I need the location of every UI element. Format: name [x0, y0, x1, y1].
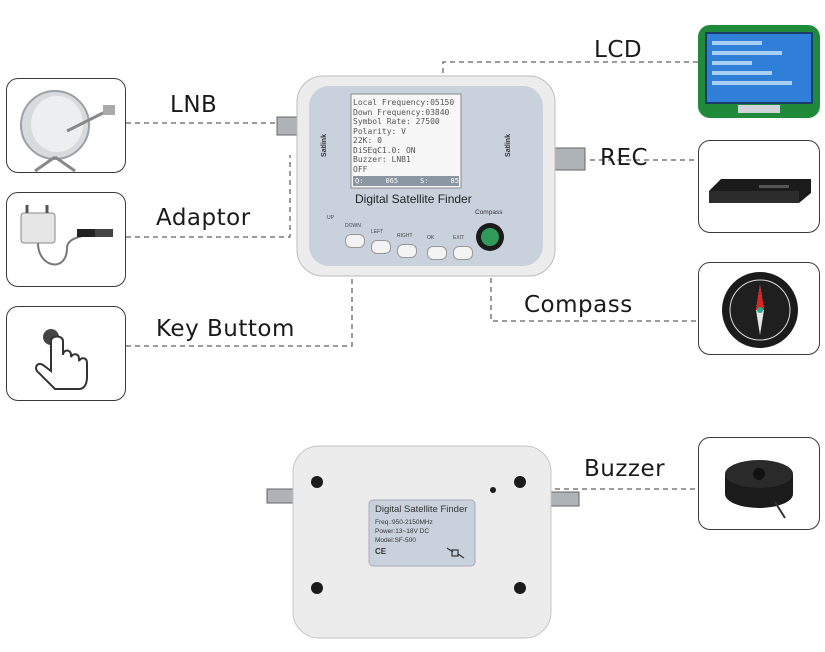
screen-line: Buzzer: LNB1	[353, 155, 411, 164]
screen-bar-item: Q:	[355, 177, 364, 185]
key-image-box	[6, 306, 126, 401]
device-back: Digital Satellite Finder Freq.:950-2150M…	[265, 444, 585, 644]
lcd-module-icon	[698, 25, 820, 118]
screen-line: Symbol Rate: 27500	[353, 117, 440, 126]
device-back-body	[266, 445, 580, 639]
compass-line	[490, 260, 698, 322]
adaptor-image-box	[6, 192, 126, 287]
rec-label: REC	[600, 145, 649, 171]
button-group: UP DOWN LEFT RIGHT OK EXIT	[327, 192, 497, 262]
screen-line: Polarity: V	[353, 126, 406, 136]
buzzer-image-box	[698, 437, 820, 530]
compass-image-box	[698, 262, 820, 355]
back-label-text: Digital Satellite Finder Freq.:950-2150M…	[375, 504, 475, 556]
exit-button-label: EXIT	[453, 235, 465, 241]
lnb-label: LNB	[170, 92, 218, 118]
screen-lines: Local Frequency:05150 Down Frequency:038…	[353, 98, 461, 174]
left-button-label: LEFT	[371, 229, 384, 235]
ok-button[interactable]: OK	[427, 226, 447, 260]
brand-right: Satlink	[504, 134, 512, 157]
right-button-label: RIGHT	[397, 233, 413, 239]
screen-line: 22K: 0	[353, 136, 382, 145]
lcd-label: LCD	[594, 37, 643, 63]
compass-caption: Compass	[475, 209, 503, 216]
exit-button[interactable]: EXIT	[453, 226, 473, 260]
adaptor-line	[126, 155, 291, 238]
screen-bar-item: 065	[385, 177, 399, 185]
ce-mark: CE	[375, 547, 387, 556]
buzzer-label: Buzzer	[584, 456, 666, 482]
ok-button-label: OK	[427, 235, 435, 241]
up-button-label: UP	[327, 215, 334, 221]
back-model: Model:SF-500	[375, 537, 416, 544]
compass-icon	[722, 272, 798, 348]
compass-label: Compass	[524, 292, 633, 318]
up-button[interactable]: UP	[327, 206, 347, 221]
finger-press-icon	[35, 329, 88, 390]
left-button[interactable]: LEFT	[371, 220, 391, 254]
back-title: Digital Satellite Finder	[375, 504, 468, 515]
screen-line: DiSEqC1.0: ON	[353, 145, 416, 155]
lcd-image-box	[698, 25, 820, 118]
screen-line: OFF	[353, 164, 368, 174]
lnb-image-box	[6, 78, 126, 173]
screen-line: Down Frequency:03840	[353, 107, 450, 117]
buzzer-icon	[725, 460, 793, 519]
rec-image-box	[698, 140, 820, 233]
satellite-icon	[446, 547, 465, 559]
screen-line: Local Frequency:05150	[353, 98, 455, 107]
down-button[interactable]: DOWN	[345, 214, 365, 248]
brand-left: Satlink	[320, 134, 328, 157]
adaptor-label: Adaptor	[156, 205, 251, 231]
screen-bar-item: 85	[450, 177, 459, 185]
power-adaptor-icon	[20, 205, 113, 266]
right-button[interactable]: RIGHT	[397, 224, 419, 258]
back-power: Power:13~18V DC	[375, 528, 430, 535]
screen-bar-item: S:	[420, 177, 429, 185]
device-front: Local Frequency:05150 Down Frequency:038…	[275, 72, 595, 282]
receiver-icon	[709, 179, 811, 203]
down-button-label: DOWN	[345, 223, 361, 229]
device-front-title: Digital Satellite Finder	[355, 192, 472, 206]
device-front-body	[276, 75, 586, 277]
key-label: Key Buttom	[156, 316, 295, 342]
back-freq: Freq.:950-2150MHz	[375, 519, 433, 526]
screen-bar: Q: 065 S: 85	[355, 176, 459, 186]
satellite-dish-icon	[20, 90, 115, 172]
